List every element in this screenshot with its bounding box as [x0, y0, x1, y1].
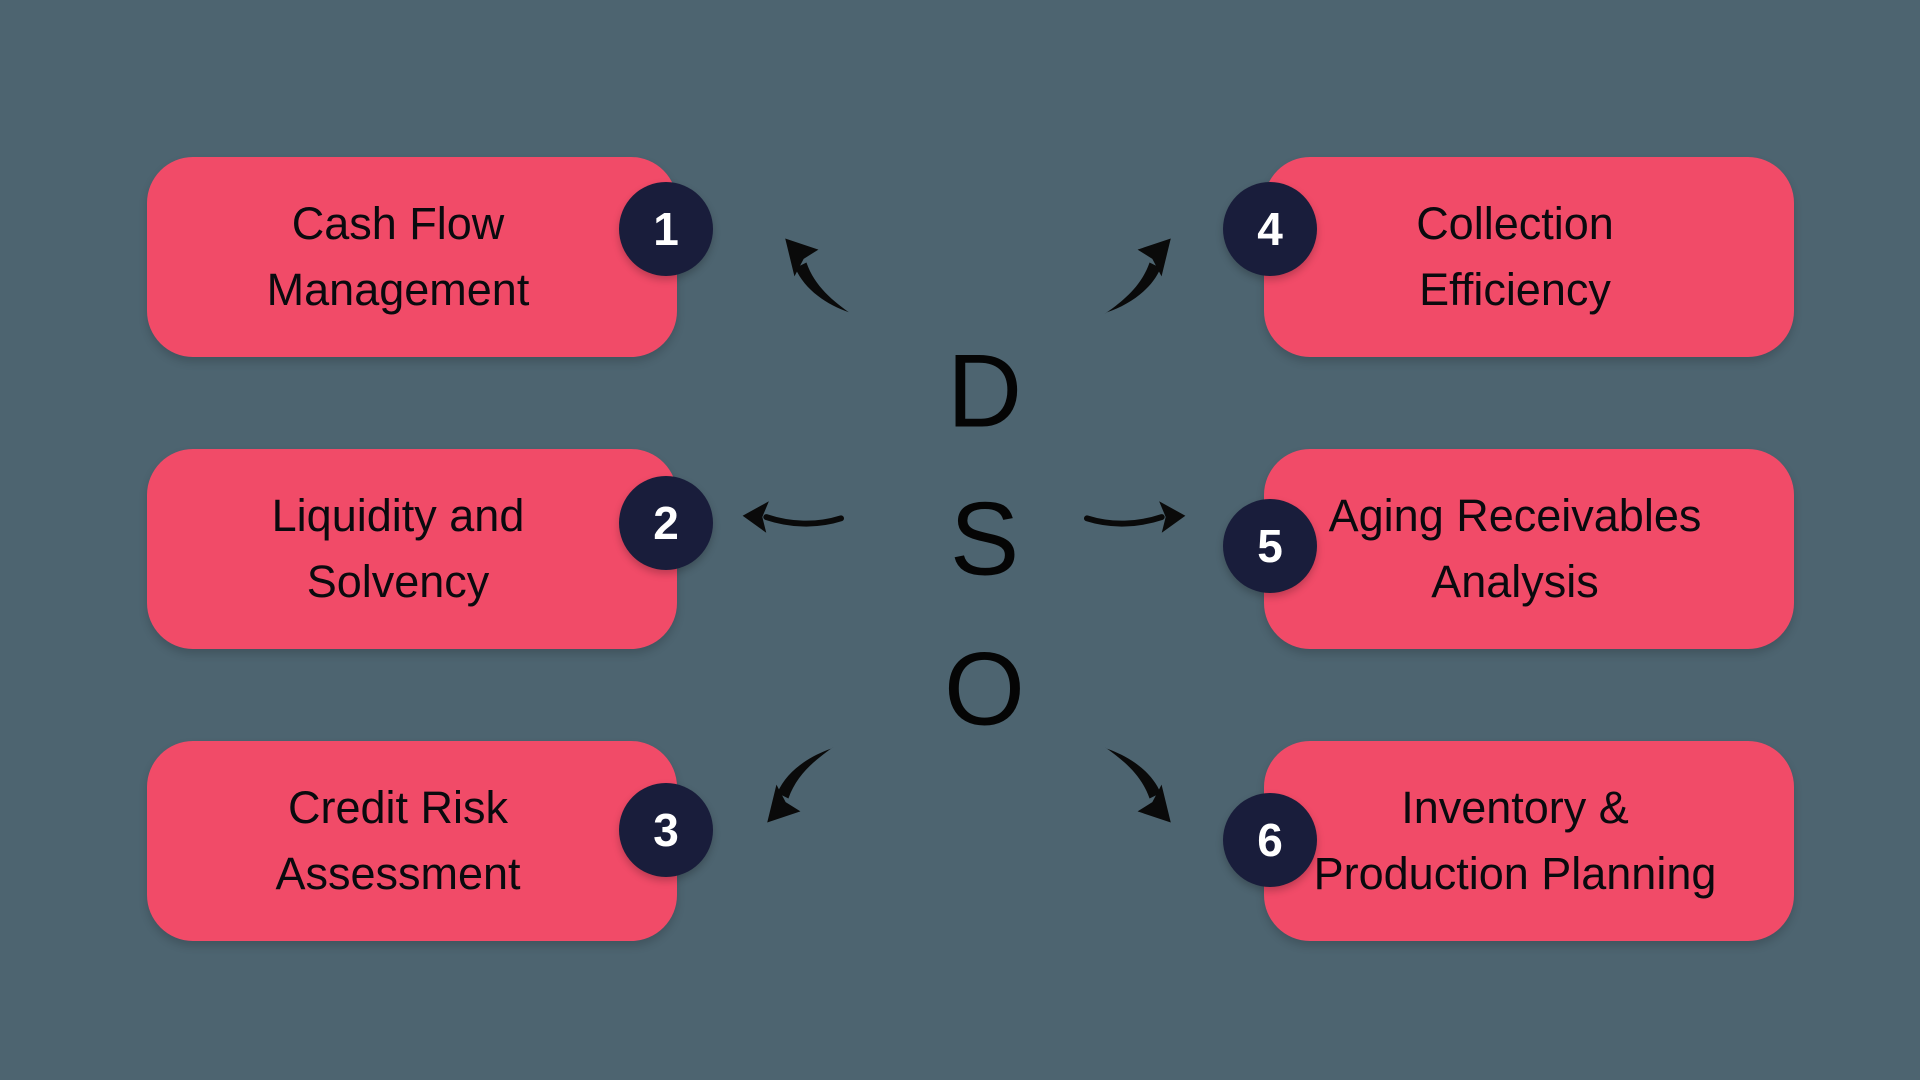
card-label-line: Collection — [1416, 198, 1614, 249]
badge-5: 5 — [1223, 499, 1317, 593]
card-label-line: Assessment — [275, 848, 521, 899]
arrow-middle-left-icon — [742, 501, 845, 533]
badge-number: 5 — [1257, 520, 1283, 572]
dso-letter-o: O — [944, 631, 1026, 748]
card-label: Cash Flow Management — [267, 191, 530, 323]
card-label-line: Credit Risk — [287, 782, 509, 833]
card-label: Collection Efficiency — [1416, 191, 1614, 323]
card-label-line: Aging Receivables — [1328, 490, 1702, 541]
card-label-line: Management — [266, 264, 530, 315]
card-label-line: Inventory & — [1401, 782, 1629, 833]
arrow-top-left-icon — [785, 238, 852, 315]
card-label-line: Efficiency — [1419, 264, 1611, 315]
badge-number: 6 — [1257, 814, 1283, 866]
card-collection-efficiency: Collection Efficiency 4 — [1223, 157, 1794, 357]
card-label: Credit Risk Assessment — [275, 775, 520, 907]
card-liquidity-and-solvency: Liquidity and Solvency 2 — [147, 449, 713, 649]
badge-number: 4 — [1257, 203, 1283, 255]
card-inventory-production-planning: Inventory & Production Planning 6 — [1223, 741, 1794, 941]
card-credit-risk-assessment: Credit Risk Assessment 3 — [147, 741, 713, 941]
card-label: Inventory & Production Planning — [1314, 775, 1717, 907]
card-label-line: Solvency — [306, 556, 490, 607]
badge-1: 1 — [619, 182, 713, 276]
card-label: Aging Receivables Analysis — [1329, 483, 1702, 615]
dso-letter-s: S — [949, 481, 1021, 598]
badge-number: 2 — [653, 497, 679, 549]
card-label-line: Production Planning — [1313, 848, 1717, 899]
arrow-bottom-right-icon — [1104, 746, 1171, 823]
card-label: Liquidity and Solvency — [272, 483, 525, 615]
badge-number: 1 — [653, 203, 679, 255]
card-label-line: Cash Flow — [291, 198, 505, 249]
card-label-line: Liquidity and — [271, 490, 525, 541]
badge-6: 6 — [1223, 793, 1317, 887]
arrow-bottom-left-icon — [767, 746, 834, 823]
card-label-line: Analysis — [1431, 556, 1599, 607]
dso-letter-d: D — [946, 333, 1024, 450]
card-cash-flow-management: Cash Flow Management 1 — [147, 157, 713, 357]
badge-2: 2 — [619, 476, 713, 570]
arrow-middle-right-icon — [1083, 501, 1186, 533]
arrow-top-right-icon — [1104, 238, 1171, 315]
badge-number: 3 — [653, 804, 679, 856]
card-aging-receivables-analysis: Aging Receivables Analysis 5 — [1223, 449, 1794, 649]
badge-3: 3 — [619, 783, 713, 877]
badge-4: 4 — [1223, 182, 1317, 276]
